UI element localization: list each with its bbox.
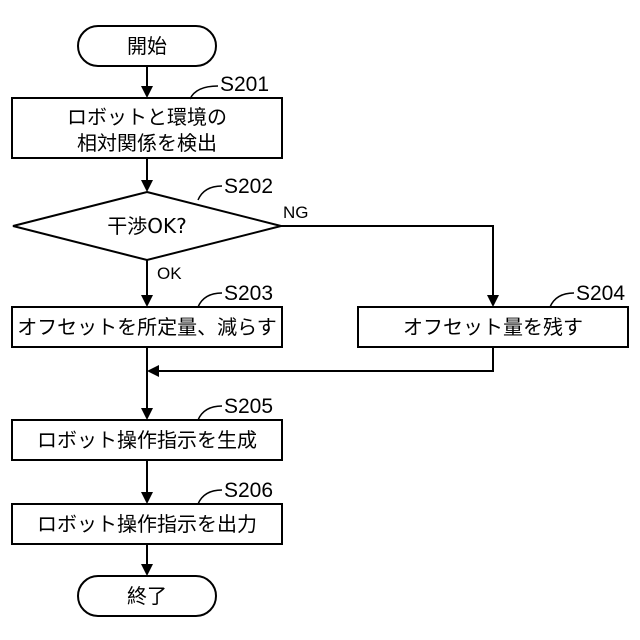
s203-step-id: S203 <box>224 282 273 305</box>
end-terminal: 終了 <box>78 576 216 616</box>
s204-label: オフセット量を残す <box>403 315 583 339</box>
arrowhead <box>141 86 153 98</box>
s206-leader-line <box>198 490 222 504</box>
s206-label: ロボット操作指示を出力 <box>37 512 257 536</box>
arrowhead <box>141 408 153 420</box>
end-label: 終了 <box>127 584 167 608</box>
decision-s202: 干渉OK? S202 NG OK <box>13 175 309 283</box>
s202-question: 干渉OK? <box>107 214 186 238</box>
s202-leader-line <box>198 186 222 200</box>
s205-leader-line <box>198 406 222 420</box>
arrowhead <box>487 295 499 307</box>
arrowhead <box>141 492 153 504</box>
connector-s202-s204 <box>281 226 493 295</box>
s203-label: オフセットを所定量、減らす <box>17 315 277 339</box>
s201-line1: ロボットと環境の <box>67 105 227 129</box>
start-label: 開始 <box>127 34 167 58</box>
arrowhead <box>141 295 153 307</box>
s201-line2: 相対関係を検出 <box>77 131 217 155</box>
s205-step-id: S205 <box>224 395 273 418</box>
s202-no-label: NG <box>283 203 309 222</box>
s202-yes-label: OK <box>157 264 182 283</box>
s204-step-id: S204 <box>576 282 625 305</box>
connector-s204-merge <box>159 347 493 371</box>
arrowhead <box>147 365 159 377</box>
s205-label: ロボット操作指示を生成 <box>37 428 257 452</box>
start-terminal: 開始 <box>78 26 216 66</box>
s201-step-id: S201 <box>220 73 269 96</box>
arrowhead <box>141 564 153 576</box>
s203-leader-line <box>198 293 222 307</box>
arrowhead <box>141 180 153 192</box>
s204-leader-line <box>550 293 574 307</box>
s202-step-id: S202 <box>224 175 273 198</box>
s206-step-id: S206 <box>224 479 273 502</box>
